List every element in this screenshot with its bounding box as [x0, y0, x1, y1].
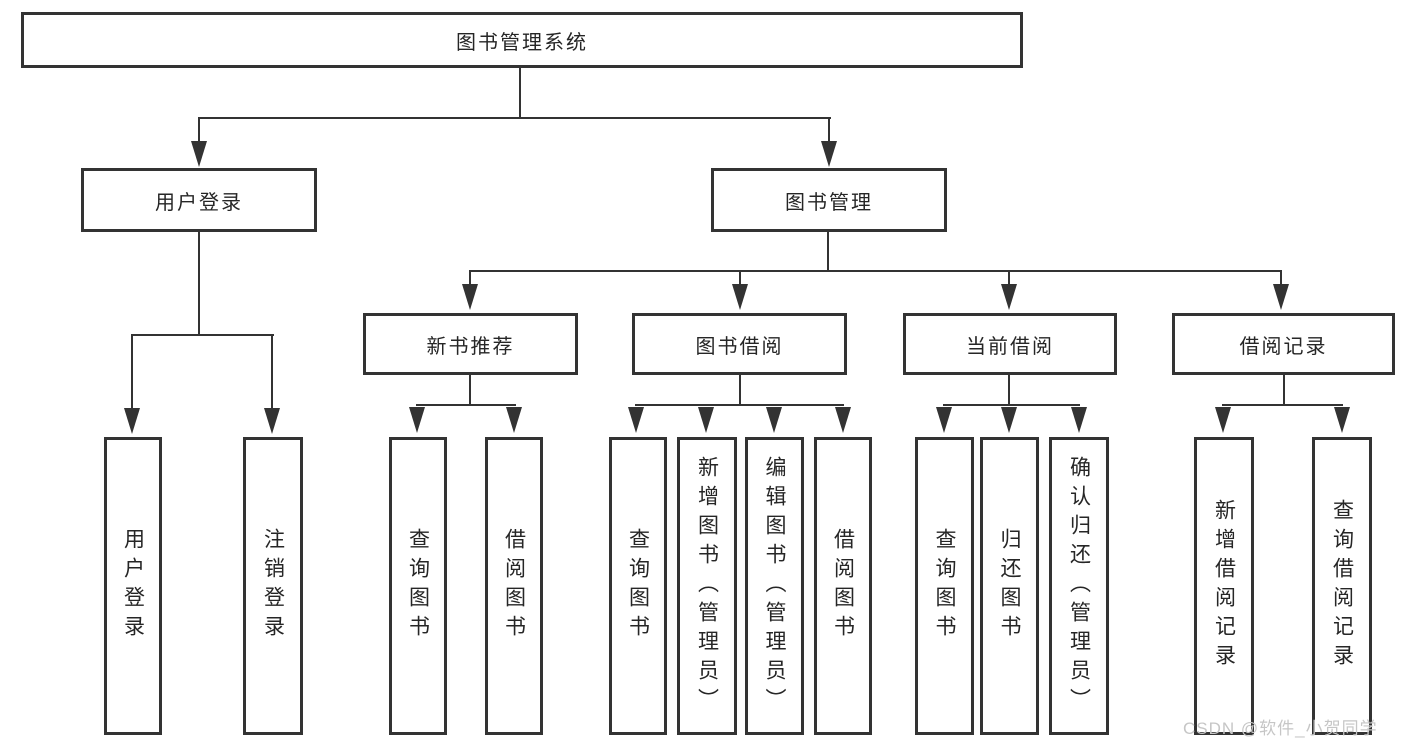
node-logout-action: 注销登录	[243, 437, 303, 735]
connector-line	[198, 117, 200, 143]
connector-line	[1008, 373, 1010, 406]
connector-line	[469, 373, 471, 406]
arrowhead	[732, 284, 748, 310]
connector-line	[635, 404, 844, 406]
node-user-login: 用户登录	[81, 168, 317, 232]
arrowhead	[409, 407, 425, 433]
connector-line	[198, 230, 200, 336]
connector-line	[739, 270, 741, 286]
arrowhead	[821, 141, 837, 167]
node-return-books: 归还图书	[980, 437, 1039, 735]
arrowhead	[1071, 407, 1087, 433]
node-add-borrow-record: 新增借阅记录	[1194, 437, 1254, 735]
node-current-borrowing: 当前借阅	[903, 313, 1117, 375]
connector-line	[131, 334, 133, 410]
arrowhead	[698, 407, 714, 433]
node-book-borrowing: 图书借阅	[632, 313, 847, 375]
node-add-books-admin: 新增图书（管理员）	[677, 437, 737, 735]
node-query-books-borrowing: 查询图书	[609, 437, 667, 735]
arrowhead	[124, 408, 140, 434]
connector-line	[1008, 270, 1010, 286]
connector-line	[131, 334, 274, 336]
node-confirm-return-admin: 确认归还（管理员）	[1049, 437, 1109, 735]
connector-line	[469, 270, 1282, 272]
arrowhead	[506, 407, 522, 433]
watermark: CSDN @软件_小贺同学	[1183, 719, 1378, 738]
connector-line	[519, 66, 521, 118]
arrowhead	[766, 407, 782, 433]
node-edit-books-admin: 编辑图书（管理员）	[745, 437, 804, 735]
connector-line	[739, 373, 741, 406]
connector-line	[943, 404, 1080, 406]
node-borrowing-records: 借阅记录	[1172, 313, 1395, 375]
node-book-management: 图书管理	[711, 168, 947, 232]
arrowhead	[1001, 284, 1017, 310]
node-borrow-books: 借阅图书	[814, 437, 872, 735]
connector-line	[828, 117, 830, 143]
arrowhead	[835, 407, 851, 433]
connector-line	[1283, 373, 1285, 406]
arrowhead	[1334, 407, 1350, 433]
connector-line	[827, 230, 829, 272]
node-query-books-recommend: 查询图书	[389, 437, 447, 735]
node-library-management-system: 图书管理系统	[21, 12, 1023, 68]
arrowhead	[1215, 407, 1231, 433]
connector-line	[198, 117, 831, 119]
arrowhead	[628, 407, 644, 433]
arrowhead	[264, 408, 280, 434]
connector-line	[469, 270, 471, 286]
arrowhead	[1273, 284, 1289, 310]
node-user-login-action: 用户登录	[104, 437, 162, 735]
arrowhead	[936, 407, 952, 433]
node-query-books-current: 查询图书	[915, 437, 974, 735]
arrowhead	[191, 141, 207, 167]
connector-line	[416, 404, 516, 406]
node-new-book-recommendation: 新书推荐	[363, 313, 578, 375]
connector-line	[271, 334, 273, 410]
node-borrow-books-recommend: 借阅图书	[485, 437, 543, 735]
node-query-borrow-record: 查询借阅记录	[1312, 437, 1372, 735]
arrowhead	[1001, 407, 1017, 433]
arrowhead	[462, 284, 478, 310]
connector-line	[1222, 404, 1343, 406]
connector-line	[1280, 270, 1282, 286]
